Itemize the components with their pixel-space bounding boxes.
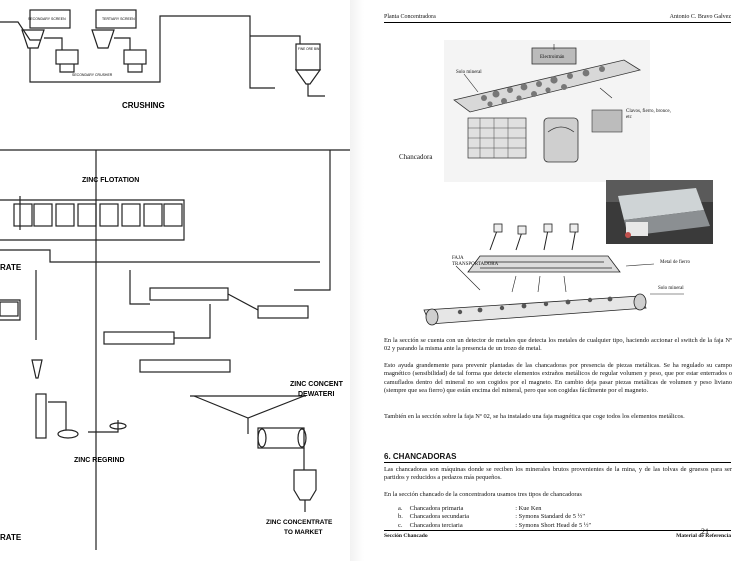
header-left: Planta Concentradora — [384, 14, 436, 20]
label-rate-left: RATE — [0, 263, 22, 272]
paragraph-magnetic-belt: También en la sección sobre la faja Nº 0… — [384, 413, 685, 420]
list-name: Chancadora secundaria — [409, 513, 470, 521]
section-title: 6. CHANCADORAS — [384, 452, 457, 461]
section-rule — [384, 462, 731, 463]
list-model: : Kue Ken — [515, 505, 542, 512]
footer-left: Sección Chancado — [384, 533, 428, 539]
label-concentrate-1: ZINC CONCENTRATE — [266, 519, 333, 526]
list-item: b. Chancadora secundaria : Symons Standa… — [398, 513, 591, 521]
crusher-list: a. Chancadora primaria : Kue Ken b. Chan… — [398, 505, 591, 530]
label-dewater: DEWATERI — [298, 391, 334, 398]
label-rate-bottom: RATE — [0, 533, 22, 542]
paragraph-chancadoras: Las chancadoras son máquinas donde se re… — [384, 466, 732, 482]
footer-right: Material de Referencia — [676, 533, 731, 539]
label-fine-ore-bin: FINE ORE BIN — [298, 47, 320, 51]
label-secondary-screen: SECONDARY SCREEN — [28, 17, 66, 21]
list-letter: a. — [398, 505, 403, 512]
detector-photo — [606, 180, 713, 244]
paragraph-tipos: En la sección chancado de la concentrado… — [384, 491, 582, 498]
flowsheet-page: SECONDARY SCREEN TERTIARY SCREEN SECONDA… — [0, 0, 350, 561]
callout-solo-mineral-bottom: Solo mineral — [658, 286, 684, 291]
callout-clavos: Clavos, fierro, bronce, etc — [626, 109, 671, 120]
list-item: c. Chancadora terciaria : Symons Short H… — [398, 522, 591, 530]
paragraph-prevention: Esto ayuda grandemente para prevenir pla… — [384, 362, 732, 394]
label-zinc-regrind: ZINC REGRIND — [74, 457, 125, 464]
magnetic-belt-figure — [423, 223, 684, 326]
callout-solo-mineral-top: Solo mineral — [456, 70, 482, 75]
callout-metal-fierro: Metal de fierro — [660, 260, 690, 265]
callout-electroiman: Electroimán — [540, 55, 565, 60]
manual-page: Planta Concentradora Antonio C. Bravo Ga… — [364, 0, 750, 561]
list-letter: b. — [398, 513, 403, 521]
label-zinc-concent: ZINC CONCENT — [290, 381, 344, 388]
callout-faja-transportadora: FAJA TRANSPORTADORA — [452, 256, 499, 267]
flowsheet-diagram: SECONDARY SCREEN TERTIARY SCREEN SECONDA… — [0, 9, 350, 550]
label-zinc-flotation: ZINC FLOTATION — [82, 177, 139, 184]
label-tertiary-screen: TERTIARY SCREEN — [102, 17, 135, 21]
magnet-conveyor-figure — [444, 40, 650, 182]
figure-label-chancadora: Chancadora — [399, 153, 433, 161]
label-secondary-crusher: SECONDARY CRUSHER — [72, 73, 113, 77]
label-crushing: CRUSHING — [122, 101, 165, 110]
list-name: Chancadora primaria — [409, 505, 464, 512]
page-number: 21 — [701, 527, 709, 536]
header-rule — [384, 22, 731, 23]
header-right: Antonio C. Bravo Galvez — [669, 14, 731, 20]
list-model: : Symons Standard de 5 ½" — [515, 513, 585, 521]
list-name: Chancadora terciaria — [409, 521, 463, 529]
list-item: a. Chancadora primaria : Kue Ken — [398, 505, 591, 513]
book-gutter — [350, 0, 364, 561]
list-letter: c. — [398, 521, 403, 529]
label-concentrate-2: TO MARKET — [284, 529, 323, 536]
list-model: : Symons Short Head de 5 ½" — [515, 521, 592, 529]
footer-rule — [384, 530, 731, 531]
paragraph-detector: En la sección se cuenta con un detector … — [384, 337, 732, 353]
